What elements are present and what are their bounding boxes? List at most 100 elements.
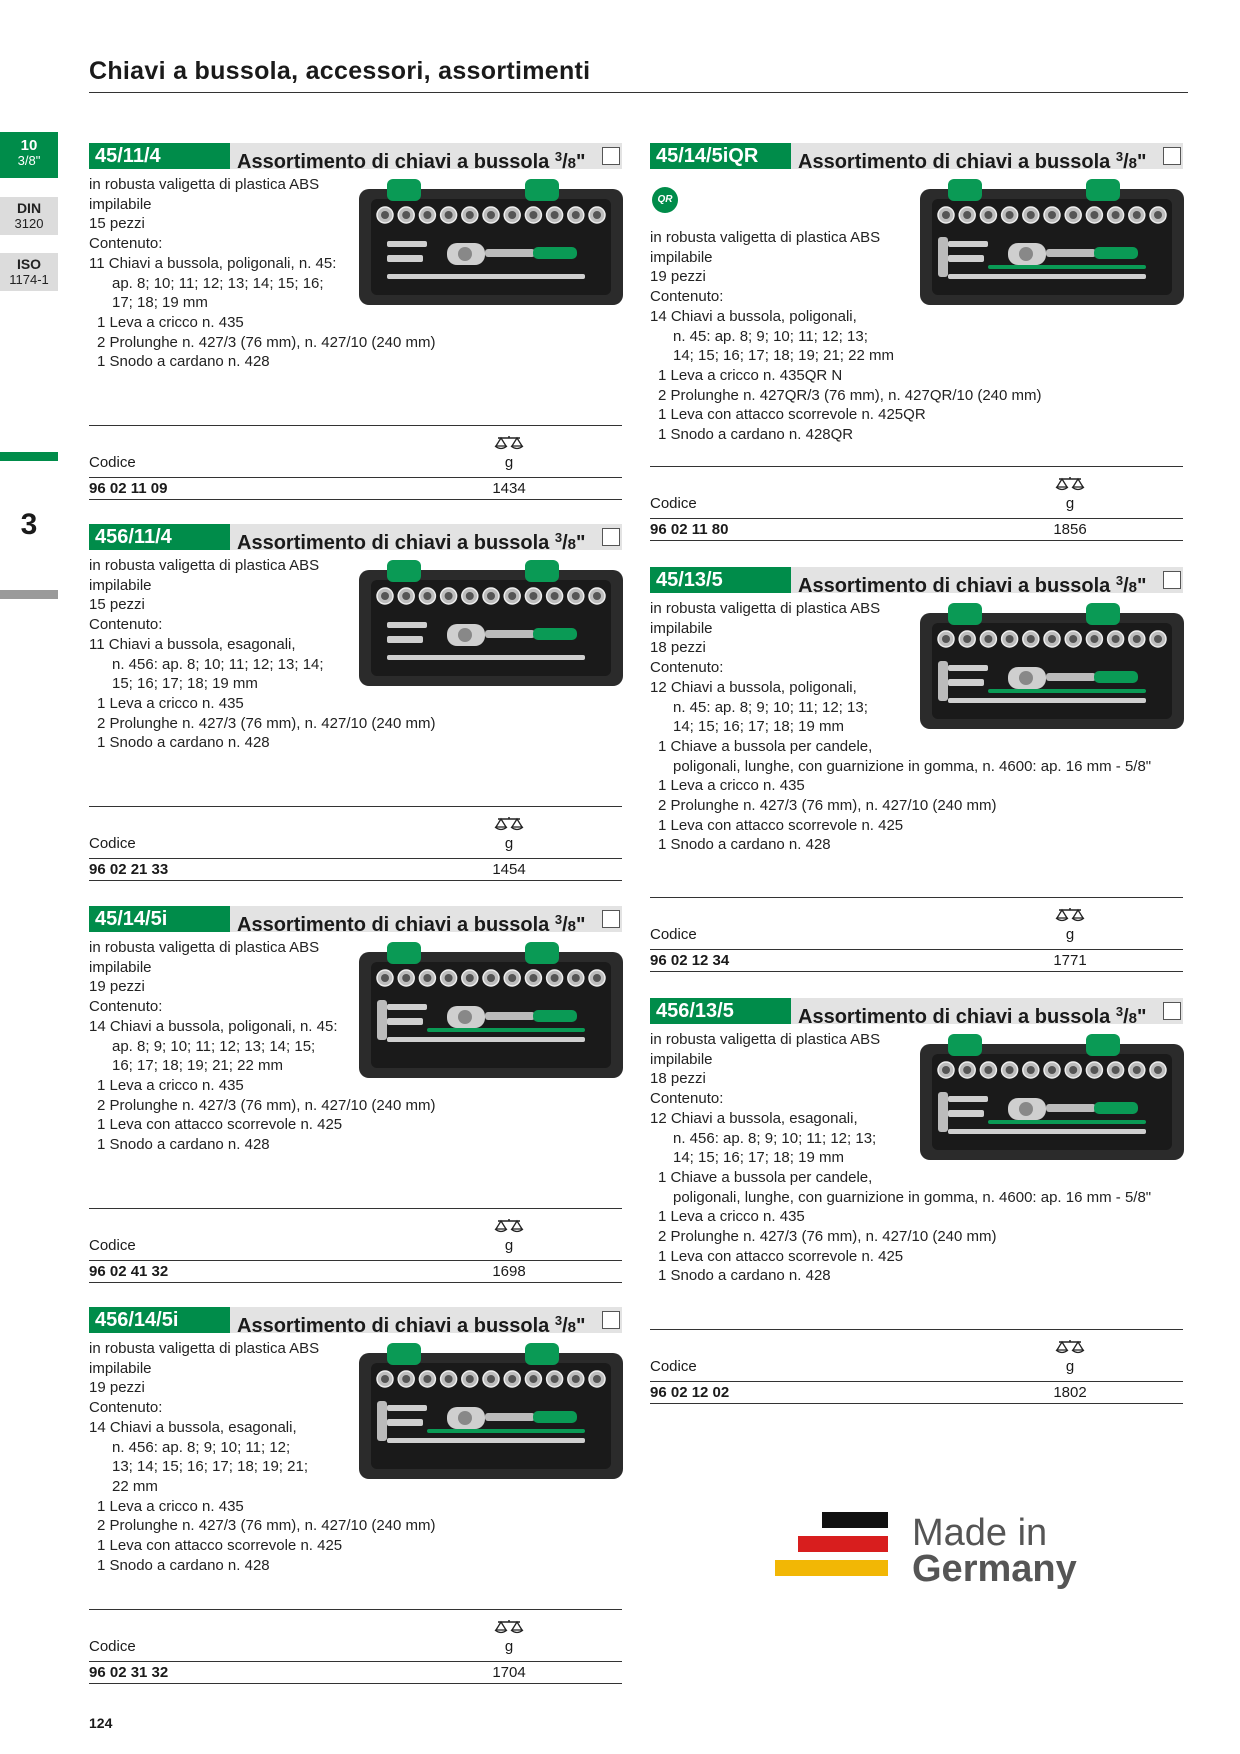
description-line: n. 45: ap. 8; 9; 10; 11; 12; 13;	[673, 327, 868, 345]
table-rule	[89, 1683, 622, 1684]
product-title-background	[230, 143, 622, 169]
description-line: poligonali, lunghe, con guarnizione in g…	[673, 1188, 1152, 1206]
toolcase-image	[359, 179, 623, 305]
toolcase-image	[359, 560, 623, 686]
code-column-header: Codice	[89, 1638, 136, 1655]
drive-fraction-numerator: 3	[554, 912, 563, 927]
description-line: 1 Leva a cricco n. 435	[97, 1497, 244, 1515]
order-checkbox[interactable]	[1163, 147, 1181, 165]
description-line: 17; 18; 19 mm	[112, 294, 208, 312]
product-title: Assortimento di chiavi a bussola 3/8"	[237, 149, 586, 173]
toolcase-picture	[918, 179, 1186, 312]
description-line: n. 45: ap. 8; 9; 10; 11; 12; 13;	[673, 698, 868, 716]
order-checkbox[interactable]	[602, 1311, 620, 1329]
toolcase-picture	[357, 1343, 625, 1486]
section-bar-green	[0, 452, 58, 461]
description-line: 11 Chiavi a bussola, poligonali, n. 45:	[89, 254, 337, 272]
description-line: in robusta valigetta di plastica ABS	[89, 939, 320, 956]
article-code: 96 02 11 09	[89, 480, 168, 497]
toolcase-image	[359, 1343, 623, 1479]
table-rule	[650, 518, 1183, 519]
description-line: 14; 15; 16; 17; 18; 19; 21; 22 mm	[673, 347, 894, 365]
table-rule	[650, 540, 1183, 541]
description-line: 1 Leva con attacco scorrevole n. 425	[658, 1247, 904, 1265]
description-line: 22 mm	[112, 1477, 158, 1495]
article-code: 96 02 12 02	[650, 1384, 730, 1401]
scale-weight-icon	[494, 1219, 524, 1233]
product-title-background	[230, 1307, 622, 1333]
description-line: 1 Snodo a cardano n. 428	[97, 1556, 270, 1574]
toolcase-picture	[918, 1034, 1186, 1167]
scale-weight-icon	[1055, 1340, 1085, 1354]
product-title-background	[791, 998, 1183, 1024]
description-line: 15 pezzi	[89, 215, 145, 233]
description-line: 12 Chiavi a bussola, poligonali,	[650, 678, 857, 696]
description-line: 2 Prolunghe n. 427/3 (76 mm), n. 427/10 …	[97, 1096, 436, 1114]
description-line: 1 Snodo a cardano n. 428	[97, 353, 270, 371]
description-line: in robusta valigetta di plastica ABS	[650, 1031, 881, 1048]
section-number: 3	[20, 508, 38, 541]
product-block: 456/14/5i Assortimento di chiavi a bussol…	[89, 1307, 623, 1684]
product-title-text: Assortimento di chiavi a bussola	[237, 151, 550, 173]
table-rule	[650, 1329, 1183, 1330]
description-line: in robusta valigetta di plastica ABS	[89, 176, 320, 193]
product-code: 45/11/4	[89, 143, 230, 169]
product-title-text: Assortimento di chiavi a bussola	[798, 575, 1111, 597]
description-line: impilabile	[650, 1050, 713, 1068]
product-title-text: Assortimento di chiavi a bussola	[237, 1315, 550, 1337]
description-line: impilabile	[89, 1359, 152, 1377]
table-rule	[89, 1260, 622, 1261]
description-line: 1 Chiave a bussola per candele,	[658, 1168, 873, 1186]
table-rule	[89, 1661, 622, 1662]
description-line: ap. 8; 10; 11; 12; 13; 14; 15; 16;	[112, 274, 324, 292]
product-code: 45/14/5i	[89, 906, 230, 932]
description-line: 1 Leva con attacco scorrevole n. 425	[97, 1116, 343, 1134]
product-title: Assortimento di chiavi a bussola 3/8"	[798, 573, 1147, 597]
product-code: 456/14/5i	[89, 1307, 230, 1333]
description-line: in robusta valigetta di plastica ABS	[650, 600, 881, 617]
toolcase-image	[920, 179, 1184, 305]
description-line: 1 Leva a cricco n. 435	[97, 694, 244, 712]
drive-fraction-denominator: 8	[567, 155, 577, 172]
code-column-header: Codice	[89, 454, 136, 471]
drive-fraction-denominator: 8	[567, 1319, 577, 1336]
iso-tab: ISO 1174-1	[0, 253, 58, 291]
description-line: 1 Leva a cricco n. 435	[97, 1076, 244, 1094]
order-checkbox[interactable]	[1163, 571, 1181, 589]
drive-fraction-denominator: 8	[1128, 1010, 1138, 1027]
description-line: n. 456: ap. 8; 9; 10; 11; 12; 13;	[673, 1129, 877, 1147]
section-bar-grey	[0, 590, 58, 599]
order-checkbox[interactable]	[602, 147, 620, 165]
drive-fraction-numerator: 3	[1115, 573, 1124, 588]
description-line: Contenuto:	[89, 998, 163, 1016]
description-line: 14 Chiavi a bussola, poligonali, n. 45:	[89, 1017, 338, 1035]
drive-size-tab: 10 3/8"	[0, 132, 58, 178]
article-weight: 1771	[1053, 952, 1087, 969]
weight-unit-header: g	[504, 1237, 514, 1254]
weight-unit-header: g	[504, 1638, 514, 1655]
description-line: 14 Chiavi a bussola, esagonali,	[89, 1418, 297, 1436]
description-line: 1 Leva a cricco n. 435	[97, 313, 244, 331]
description-line: Contenuto:	[89, 616, 163, 634]
description-line: 13; 14; 15; 16; 17; 18; 19; 21;	[112, 1458, 308, 1476]
order-checkbox[interactable]	[602, 910, 620, 928]
code-column-header: Codice	[650, 1358, 697, 1375]
order-checkbox[interactable]	[1163, 1002, 1181, 1020]
product-code: 456/11/4	[89, 524, 230, 550]
product-code: 456/13/5	[650, 998, 791, 1024]
weight-unit-header: g	[1065, 926, 1075, 943]
description-line: 2 Prolunghe n. 427/3 (76 mm), n. 427/10 …	[97, 1517, 436, 1535]
description-line: impilabile	[650, 248, 713, 266]
product-header: 45/11/4 Assortimento di chiavi a bussola …	[89, 143, 622, 173]
iso-value: 1174-1	[9, 272, 49, 287]
din-label: DIN	[16, 200, 42, 216]
order-checkbox[interactable]	[602, 528, 620, 546]
table-rule	[89, 880, 622, 881]
